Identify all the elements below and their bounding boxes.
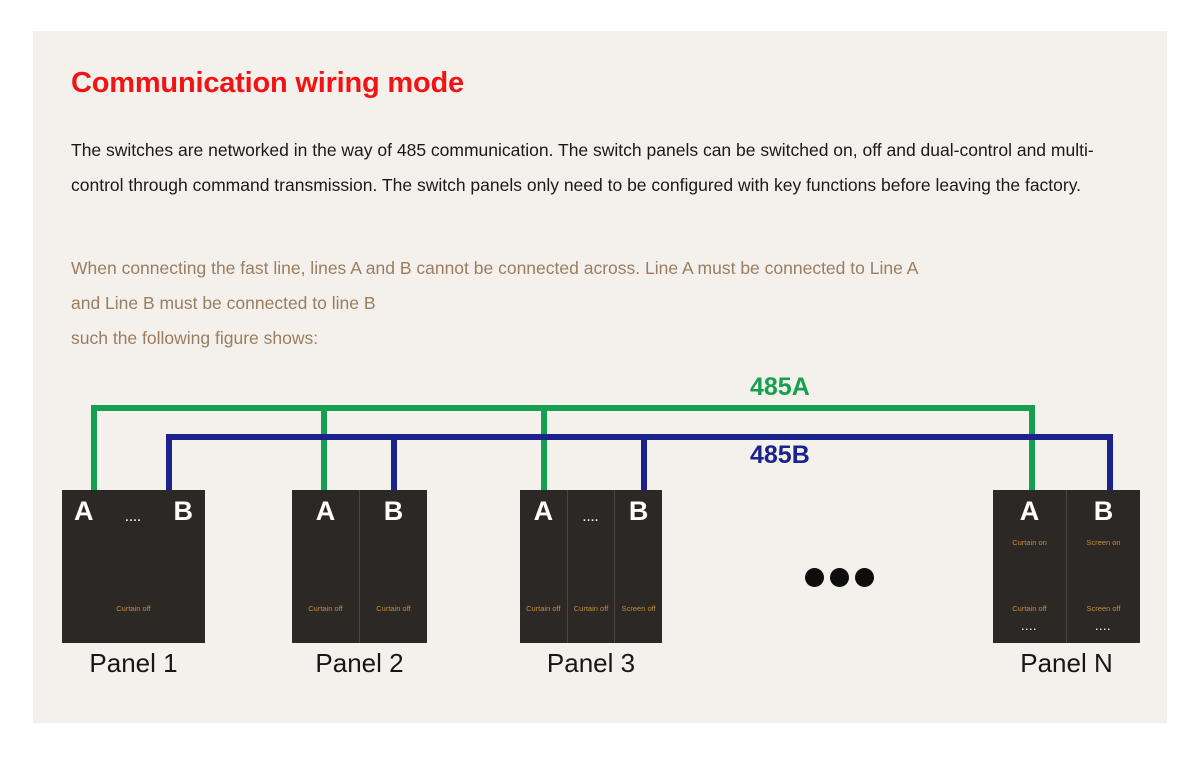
bus-a-drop-panel-2 <box>321 405 327 493</box>
warning-line-3: such the following figure shows: <box>71 328 319 348</box>
panel-3-subpanel-1-off-label: Curtain off <box>526 604 561 613</box>
panel-1[interactable]: A .... B Curtain off <box>62 490 205 643</box>
continuation-dot-3 <box>855 568 874 587</box>
panel-1-function-off-label: Curtain off <box>116 604 151 613</box>
panel-n-subpanel-2-more-dots: .... <box>1095 622 1112 632</box>
panel-3-subpanel-2-off-label: Curtain off <box>573 604 609 613</box>
panel-2-subpanel-2[interactable]: B Curtain off <box>360 490 427 643</box>
panel-3-caption: Panel 3 <box>546 648 636 678</box>
bus-a-drop-panel-n <box>1029 405 1035 493</box>
panel-n-subpanel-2[interactable]: B Screen on Screen off .... <box>1067 490 1140 643</box>
panel-n-subpanel-2-off-label: Screen off <box>1086 604 1121 613</box>
panel-3-subpanel-2[interactable]: .... Curtain off <box>568 490 616 643</box>
panel-1-terminal-a-label: A <box>74 496 94 526</box>
panel-n-terminal-b-label: B <box>1093 496 1114 526</box>
intro-paragraph: The switches are networked in the way of… <box>71 140 1094 195</box>
warning-line-2: and Line B must be connected to line B <box>71 293 376 313</box>
panel-2-terminal-b-label: B <box>383 496 404 526</box>
bus-b-drop-panel-1 <box>166 434 172 493</box>
continuation-dot-2 <box>830 568 849 587</box>
panel-3-subpanel-3[interactable]: B Screen off <box>615 490 662 643</box>
panel-1-top-dots: .... <box>125 512 142 524</box>
panel-3-terminal-a-label: A <box>533 496 554 526</box>
panel-n-caption: Panel N <box>1020 648 1113 678</box>
panel-2-caption: Panel 2 <box>315 648 404 678</box>
bus-b-drop-panel-2 <box>391 434 397 493</box>
content-card: Communication wiring mode The switches a… <box>33 31 1167 723</box>
panel-2-subpanel-1-off-label: Curtain off <box>308 604 343 613</box>
panel-1-terminal-b-label: B <box>173 496 194 526</box>
panel-n-subpanel-1-off-label: Curtain off <box>1012 604 1047 613</box>
panel-3-terminal-b-label: B <box>628 496 649 526</box>
bus-a-label: 485A <box>750 373 810 401</box>
panel-2-subpanel-2-off-label: Curtain off <box>376 604 411 613</box>
panel-n-subpanel-1[interactable]: A Curtain on Curtain off .... <box>993 490 1067 643</box>
panel-2[interactable]: A Curtain off B Curtain off <box>292 490 427 643</box>
wiring-diagram: 485A 485B A .... B Curtain off <box>33 31 1167 723</box>
panel-1-subpanel-1[interactable]: A .... B Curtain off <box>62 490 205 643</box>
bus-a-drop-panel-3 <box>541 405 547 493</box>
warning-paragraph: When connecting the fast line, lines A a… <box>71 251 1119 356</box>
panel-n-subpanel-1-more-dots: .... <box>1021 622 1038 632</box>
panel-n[interactable]: A Curtain on Curtain off .... B Screen o… <box>993 490 1140 643</box>
bus-b-drop-panel-n <box>1107 434 1113 493</box>
bus-b-horizontal-line <box>166 434 1113 440</box>
bus-a-horizontal-line <box>91 405 1035 411</box>
page-title: Communication wiring mode <box>71 67 464 99</box>
panel-3[interactable]: A Curtain off .... Curtain off B Screen … <box>520 490 662 643</box>
panel-3-top-dots: .... <box>582 512 600 524</box>
continuation-dot-1 <box>805 568 824 587</box>
bus-b-drop-panel-3 <box>641 434 647 493</box>
panel-3-subpanel-1[interactable]: A Curtain off <box>520 490 568 643</box>
bus-a-drop-panel-1 <box>91 405 97 493</box>
panel-2-terminal-a-label: A <box>315 496 336 526</box>
panel-n-terminal-a-label: A <box>1019 496 1040 526</box>
panel-n-subpanel-2-on-label: Screen on <box>1086 538 1121 547</box>
panel-2-subpanel-1[interactable]: A Curtain off <box>292 490 360 643</box>
panel-3-subpanel-3-off-label: Screen off <box>621 604 656 613</box>
warning-line-1: When connecting the fast line, lines A a… <box>71 258 919 278</box>
panel-1-caption: Panel 1 <box>89 648 178 678</box>
bus-b-label: 485B <box>750 441 810 469</box>
panel-n-subpanel-1-on-label: Curtain on <box>1012 538 1047 547</box>
